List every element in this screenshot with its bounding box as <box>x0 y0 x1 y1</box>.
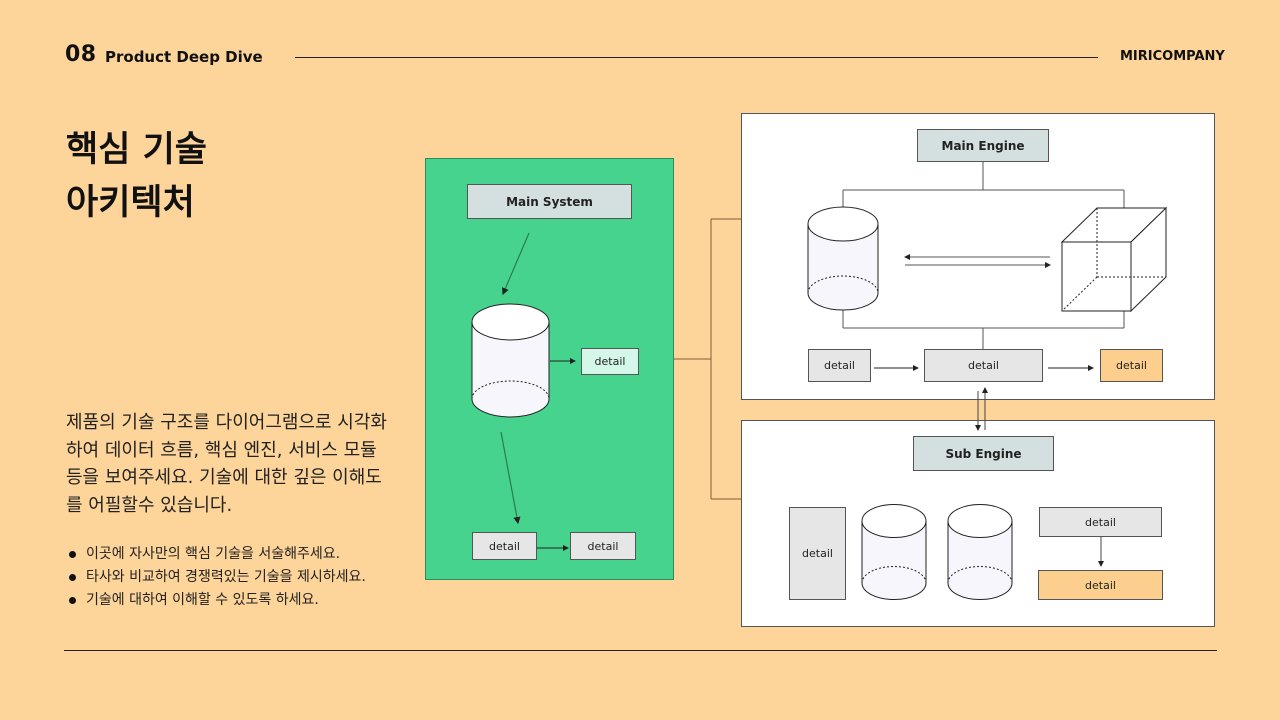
brand-name: MIRICOMPANY <box>1120 49 1225 64</box>
detail-box: detail <box>570 532 636 560</box>
detail-box: detail <box>1038 570 1163 600</box>
sub-engine-box: Sub Engine <box>913 436 1054 471</box>
detail-box: detail <box>789 507 846 600</box>
section-title: Product Deep Dive <box>105 48 263 66</box>
sub-cylinder-icon <box>947 504 1013 600</box>
page-headline: 핵심 기술 아키텍처 <box>66 124 207 230</box>
detail-box: detail <box>1039 507 1162 537</box>
detail-box: detail <box>581 348 639 375</box>
flow-arrow <box>500 431 521 525</box>
main-engine-box: Main Engine <box>917 129 1049 162</box>
footer-divider <box>64 650 1217 651</box>
detail-box: detail <box>924 349 1043 382</box>
bullet-item: 이곳에 자사만의 핵심 기술을 서술해주세요. <box>66 543 366 566</box>
headline-line-2: 아키텍처 <box>66 183 195 223</box>
database-cylinder-icon <box>471 303 550 418</box>
detail-box: detail <box>472 532 537 560</box>
header-divider <box>295 57 1098 58</box>
bullet-item: 타사와 비교하여 경쟁력있는 기술을 제시하세요. <box>66 566 366 589</box>
storage-cylinder-icon <box>807 206 879 311</box>
bullet-list: 이곳에 자사만의 핵심 기술을 서술해주세요. 타사와 비교하여 경쟁력있는 기… <box>66 543 366 612</box>
panel-connector <box>674 218 741 500</box>
main-system-box: Main System <box>467 184 632 219</box>
description-paragraph: 제품의 기술 구조를 다이어그램으로 시각화하여 데이터 흐름, 핵심 엔진, … <box>66 412 387 516</box>
headline-line-1: 핵심 기술 <box>66 130 207 170</box>
detail-box: detail <box>808 349 871 382</box>
flow-arrow <box>502 232 530 296</box>
sub-cylinder-icon <box>861 504 927 600</box>
bullet-item: 기술에 대하여 이해할 수 있도록 하세요. <box>66 589 366 612</box>
detail-box: detail <box>1100 349 1163 382</box>
engine-frame-lines <box>842 162 1125 349</box>
section-number: 08 <box>65 42 97 67</box>
cube-icon <box>1060 206 1168 313</box>
